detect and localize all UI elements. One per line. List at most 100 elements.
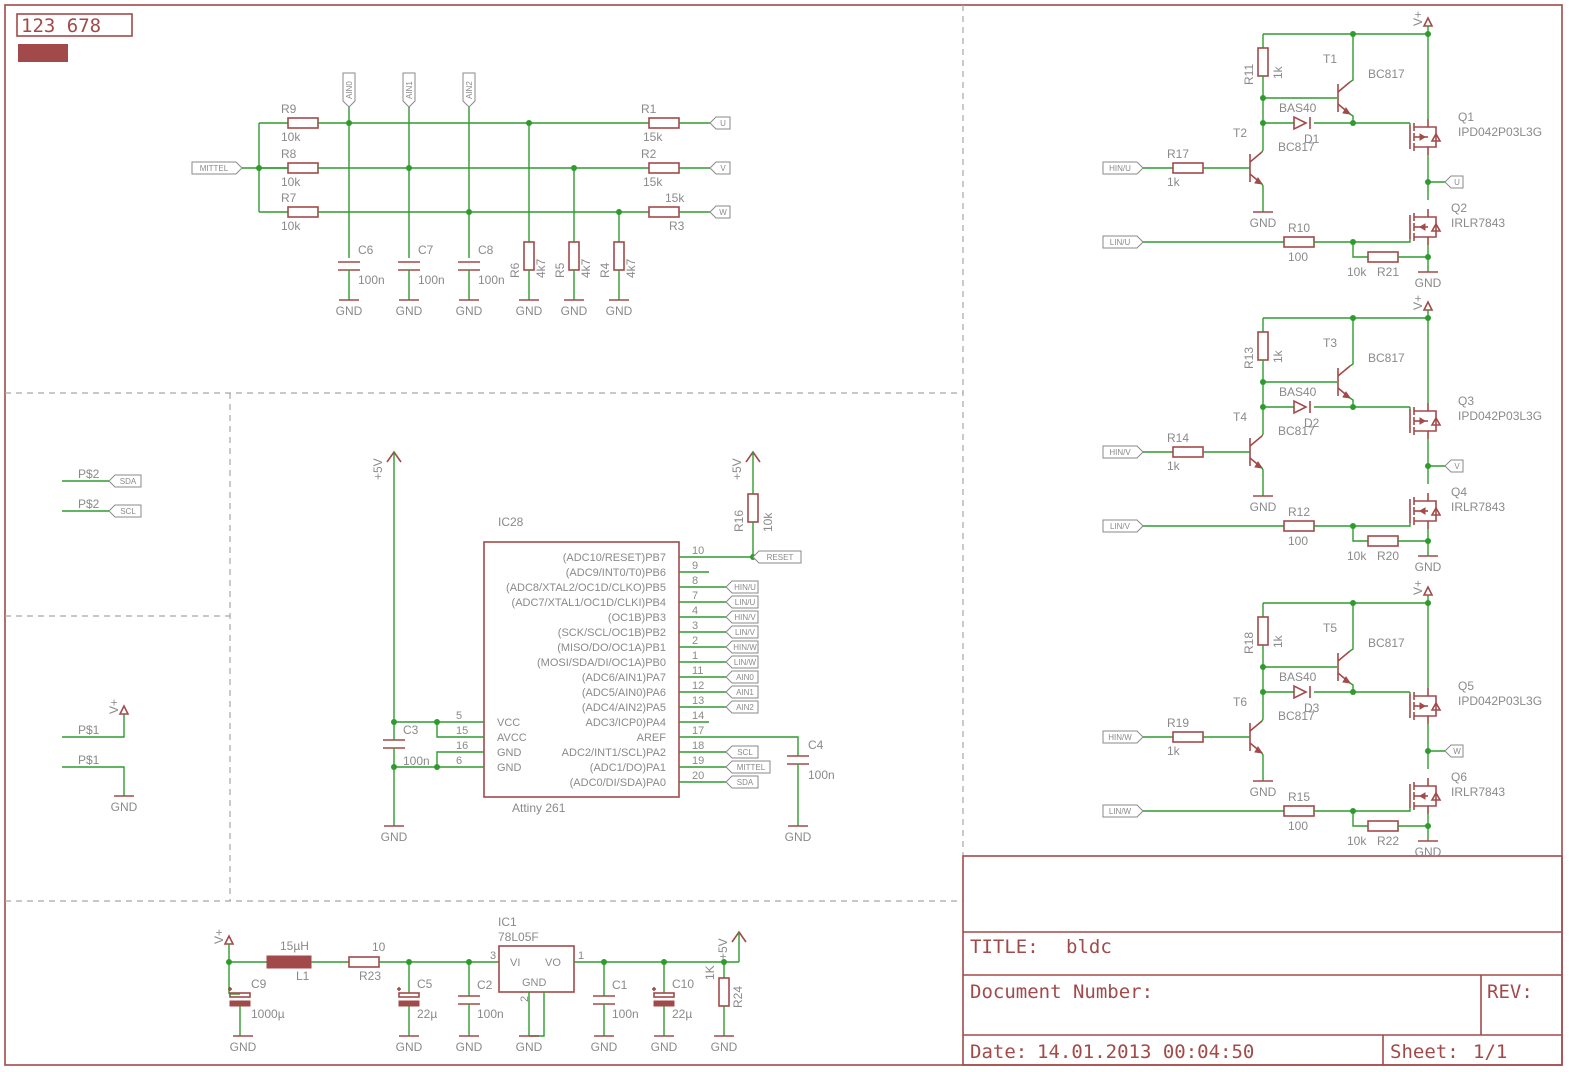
wire (436, 751, 454, 767)
gnd-label: GND (111, 800, 138, 814)
net-tag (108, 504, 142, 518)
diode-icon (1293, 684, 1308, 700)
pin-name: (SCK/SCL/OC1B)PB2 (558, 627, 666, 639)
label: D2 (1304, 416, 1320, 430)
pin-number: 19 (692, 755, 704, 767)
label: C7 (418, 243, 434, 257)
net-tag-label: AIN0 (736, 673, 754, 682)
resistor-body (287, 117, 319, 129)
mosfet-drain (1414, 209, 1429, 218)
ecap-plate (398, 1000, 420, 1007)
vplus-label: V+ (212, 929, 226, 944)
junction (406, 165, 412, 171)
label: 100 (1288, 250, 1308, 264)
label: IRLR7843 (1451, 500, 1505, 514)
junction (1350, 689, 1356, 695)
transistor-collector (1249, 151, 1263, 163)
net-tag-label: AIN1 (736, 688, 754, 697)
ecap-plate (653, 992, 675, 998)
pin-number: 1 (692, 650, 698, 662)
value-label: 10k (281, 130, 301, 144)
gnd-label: GND (785, 830, 812, 844)
ref-label: R7 (281, 191, 297, 205)
mosfet-source (1414, 715, 1429, 724)
label: R20 (1377, 549, 1399, 563)
label: R12 (1288, 505, 1310, 519)
wire (1352, 526, 1368, 542)
junction (1425, 538, 1431, 544)
label: P$2 (78, 497, 100, 511)
gnd-label: GND (396, 304, 423, 318)
net-tag (1102, 445, 1144, 459)
pin-number: 18 (692, 740, 704, 752)
net-tag-label: SDA (120, 477, 137, 486)
label: T4 (1233, 410, 1247, 424)
label: R24 (731, 986, 745, 1008)
label: R3 (669, 219, 685, 233)
pin-name: (ADC9/INT0/T0)PB6 (566, 567, 666, 579)
wire (62, 766, 125, 796)
net-tag-label: HIN/U (1109, 164, 1131, 173)
label: R22 (1377, 834, 1399, 848)
label: 22µ (417, 1007, 437, 1021)
sheet-value: 1/1 (1473, 1041, 1507, 1063)
pin-number: 17 (692, 725, 704, 737)
label: R21 (1377, 265, 1399, 279)
resistor-body (648, 206, 680, 218)
wire (1261, 752, 1264, 781)
net-tag-label: V (1454, 462, 1460, 471)
junction (391, 719, 397, 725)
pin-number: 12 (692, 680, 704, 692)
pin-name: VCC (497, 717, 520, 729)
label: 100n (612, 1007, 639, 1021)
resistor-body (648, 162, 680, 174)
pin-name: (ADC7/XTAL1/OC1D/CLKI)PB4 (512, 597, 666, 609)
inductor-body (266, 955, 312, 969)
net-tag-label: HIN/V (734, 613, 756, 622)
label: R18 (1242, 632, 1256, 654)
label: IPD042P03L3G (1458, 409, 1542, 423)
pin-name: GND (497, 762, 522, 774)
label: C10 (672, 977, 694, 991)
transistor-collector (1337, 81, 1351, 93)
power-supply: V+15µHL110R23GNDC91000µGNDC522µGNDC2100n… (212, 915, 747, 1054)
channel-arrow (1419, 223, 1426, 231)
body-diode (1428, 695, 1437, 717)
net-tag (1102, 730, 1144, 744)
junction (466, 209, 472, 215)
vplus-icon (118, 704, 130, 715)
mosfet-source (1414, 146, 1429, 155)
gnd-label: GND (591, 1040, 618, 1054)
date-label: Date: (970, 1041, 1027, 1063)
pin-number: 3 (692, 620, 698, 632)
net-tag-label: U (1454, 178, 1460, 187)
net-tag (709, 161, 731, 175)
label: C6 (358, 243, 374, 257)
wire (1349, 34, 1354, 83)
mosfet-drain (1414, 778, 1429, 787)
label: R13 (1242, 347, 1256, 369)
title-value: bldc (1066, 936, 1112, 958)
wire (1314, 808, 1411, 812)
label: BC817 (1368, 351, 1405, 365)
net-tag-label: LIN/U (1110, 238, 1131, 247)
ecap-plate (398, 992, 420, 998)
junction (526, 120, 532, 126)
net-tag-label: SCL (120, 507, 136, 516)
junction (346, 120, 352, 126)
label: 100 (1288, 819, 1308, 833)
net-tag-label: AIN2 (465, 81, 474, 99)
label: BC817 (1368, 636, 1405, 650)
label: Q5 (1458, 679, 1474, 693)
wire (1349, 603, 1354, 652)
pin-name: (ADC4/AIN2)PA5 (582, 702, 666, 714)
label: P$1 (78, 723, 100, 737)
label: Q3 (1458, 394, 1474, 408)
ecap-plate (229, 992, 251, 998)
label: 22µ (672, 1007, 692, 1021)
junction (391, 764, 397, 770)
net-tag-label: W (1453, 747, 1461, 756)
wire (228, 944, 267, 963)
